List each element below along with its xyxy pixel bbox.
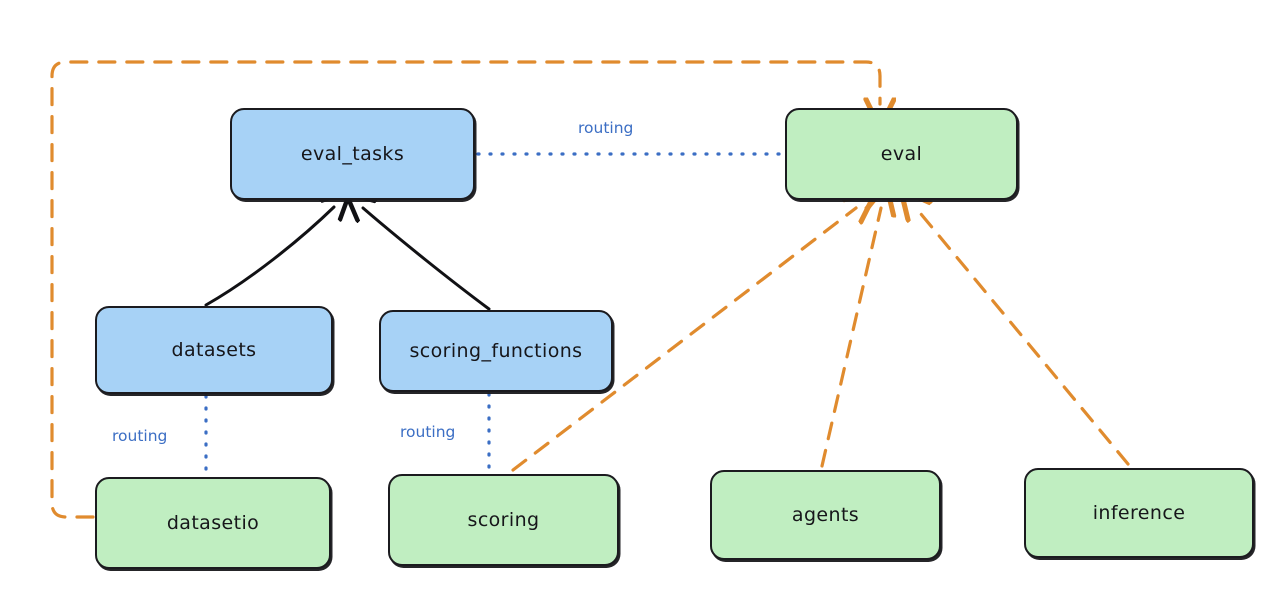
- edge-scoring-functions-to-eval-tasks: [363, 208, 491, 311]
- node-label: eval: [880, 143, 923, 165]
- node-eval[interactable]: eval: [785, 108, 1018, 200]
- edge-datasets-to-eval-tasks: [204, 207, 334, 307]
- node-label: scoring: [467, 509, 540, 531]
- node-agents[interactable]: agents: [710, 470, 941, 560]
- node-label: datasetio: [166, 512, 260, 534]
- node-label: inference: [1092, 502, 1186, 524]
- edge-label-routing-eval-tasks: routing: [578, 119, 634, 137]
- node-inference[interactable]: inference: [1024, 468, 1254, 558]
- edge-inference-to-eval-provider: [916, 208, 1130, 466]
- node-eval-tasks[interactable]: eval_tasks: [230, 108, 475, 200]
- node-scoring-functions[interactable]: scoring_functions: [379, 310, 613, 392]
- node-scoring[interactable]: scoring: [388, 474, 619, 566]
- edge-label-routing-datasets: routing: [112, 427, 168, 445]
- node-label: scoring_functions: [409, 340, 583, 362]
- edge-agents-to-eval-provider: [820, 208, 881, 468]
- node-label: agents: [791, 504, 860, 526]
- node-label: eval_tasks: [300, 143, 405, 165]
- edge-label-routing-scoring: routing: [400, 423, 456, 441]
- node-datasetio[interactable]: datasetio: [95, 477, 331, 569]
- node-datasets[interactable]: datasets: [95, 306, 333, 394]
- node-label: datasets: [171, 339, 257, 361]
